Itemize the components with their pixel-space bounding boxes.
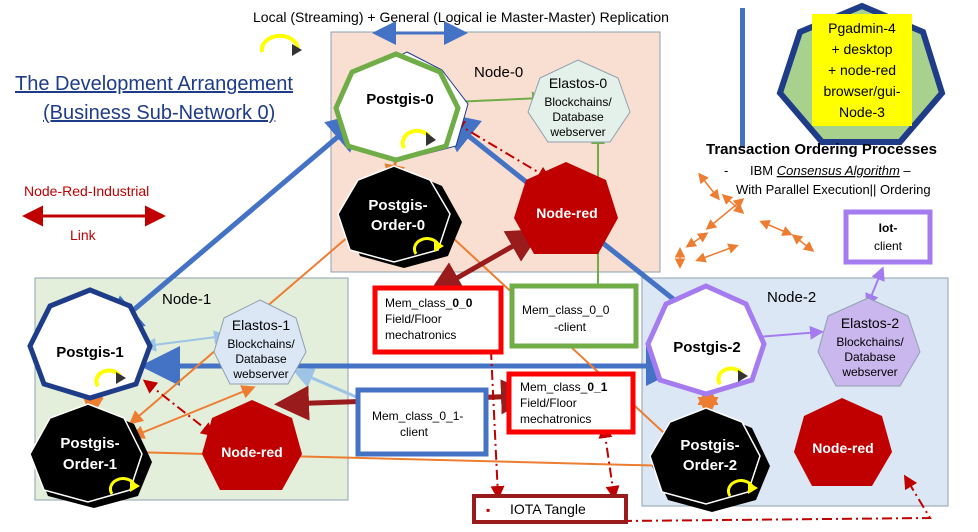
link-postgis1-nodered1 bbox=[142, 379, 216, 437]
link-postgis0-nodered0 bbox=[450, 119, 552, 181]
link-iot-elastos2 bbox=[865, 266, 885, 308]
transaction-title: Transaction Ordering Processes bbox=[706, 141, 937, 158]
postgis-order-0-line2: Order-0 bbox=[371, 217, 425, 234]
link-mem01-iota bbox=[598, 424, 620, 500]
mem-class-0-1-client-box: Mem_class_0_1- client bbox=[355, 387, 489, 457]
postgis-0-label: Postgis-0 bbox=[366, 91, 434, 108]
elastos-0-line2: Blockchains/ bbox=[544, 95, 612, 109]
mem-class-0-0-line1: Mem_class_0_0 bbox=[385, 296, 473, 310]
node-red-0-node: Node-red bbox=[514, 162, 618, 254]
node-red-2-label: Node-red bbox=[812, 440, 873, 456]
mem-class-0-0-line2: Field/Floor bbox=[385, 312, 442, 326]
postgis-2-sync-icon bbox=[716, 366, 748, 386]
postgis-order-2-line2: Order-2 bbox=[683, 457, 737, 474]
transaction-line1-prefix: IBM bbox=[750, 163, 777, 178]
node-red-2-node: Node-red bbox=[794, 398, 892, 486]
elastos-2-line4: webserver bbox=[841, 365, 897, 379]
node-1-label: Node-1 bbox=[162, 291, 211, 308]
postgis-order-1-line1: Postgis- bbox=[60, 435, 119, 452]
mem-class-0-0-line3: mechatronics bbox=[385, 328, 456, 342]
elastos-0-line1: Elastos-0 bbox=[549, 75, 608, 91]
transaction-line1: IBM Consensus Algorithm – bbox=[750, 163, 911, 178]
postgis-order-1-line2: Order-1 bbox=[63, 456, 117, 473]
iot-client-box: Iot- client bbox=[843, 209, 933, 265]
postgis-order-0-sync-icon bbox=[412, 237, 444, 255]
postgis-order-2-line1: Postgis- bbox=[680, 437, 739, 454]
mem-class-0-1-client-line2: client bbox=[400, 425, 429, 439]
mem-class-0-0-bold: 0_0 bbox=[452, 296, 472, 310]
pgadmin-line4: browser/gui- bbox=[823, 83, 900, 99]
elastos-1-node: Elastos-1 Blockchains/ Database webserve… bbox=[213, 299, 307, 385]
link-iota-nodered2 bbox=[621, 474, 932, 522]
node-red-1-label: Node-red bbox=[221, 444, 282, 460]
mem-class-0-1-prefix: Mem_class_ bbox=[520, 380, 588, 394]
mem-class-0-1-line1: Mem_class_0_1 bbox=[520, 380, 608, 394]
postgis-order-1-sync-icon bbox=[108, 477, 140, 495]
elastos-2-line2: Blockchains/ bbox=[836, 335, 904, 349]
elastos-2-node: Elastos-2 Blockchains/ Database webserve… bbox=[817, 297, 921, 387]
node-0-label: Node-0 bbox=[474, 64, 523, 81]
page-title-line2: (Business Sub-Network 0) bbox=[43, 102, 275, 124]
node-2-label: Node-2 bbox=[767, 289, 816, 306]
transaction-line1-italic: Consensus Algorithm bbox=[777, 163, 900, 178]
postgis-1-sync-icon bbox=[94, 368, 126, 388]
postgis-order-2-sync-icon bbox=[726, 479, 758, 497]
elastos-1-line3: Database bbox=[235, 352, 287, 366]
elastos-2-line3: Database bbox=[844, 350, 896, 364]
mem-class-0-0-prefix: Mem_class_ bbox=[385, 296, 453, 310]
replication-cycle-icon bbox=[259, 33, 302, 56]
iot-client-line1: Iot- bbox=[879, 221, 898, 235]
link-postgis0-elastos0 bbox=[448, 91, 546, 109]
mem-class-0-0-client-line2: -client bbox=[554, 320, 587, 334]
pgadmin-line5: Node-3 bbox=[839, 104, 885, 120]
mem-class-0-1-client-line1: Mem_class_0_1- bbox=[372, 409, 463, 423]
transaction-dash: - bbox=[724, 163, 728, 178]
postgis-1-label: Postgis-1 bbox=[56, 344, 124, 361]
elastos-2-line1: Elastos-2 bbox=[841, 315, 900, 331]
node-red-0-label: Node-red bbox=[536, 205, 597, 221]
link-mem00-iota bbox=[483, 326, 505, 500]
pgadmin-line3: + node-red bbox=[828, 62, 896, 78]
postgis-1-node: Postgis-1 bbox=[27, 287, 153, 401]
postgis-2-label: Postgis-2 bbox=[673, 339, 741, 356]
node-red-1-node: Node-red bbox=[202, 400, 302, 490]
postgis-order-0-node: Postgis- Order-0 bbox=[337, 165, 462, 268]
pgadmin-line2: + desktop bbox=[831, 41, 892, 57]
elastos-0-line4: webserver bbox=[549, 125, 605, 139]
iota-tangle-marker: ▪ bbox=[486, 503, 490, 517]
mem-class-0-0-box: Mem_class_0_0 Field/Floor mechatronics bbox=[372, 285, 504, 355]
transaction-line2: With Parallel Execution|| Ordering bbox=[736, 182, 931, 197]
elastos-1-line1: Elastos-1 bbox=[232, 317, 291, 333]
postgis-0-node: Postgis-0 bbox=[333, 51, 469, 163]
postgis-order-2-node: Postgis- Order-2 bbox=[649, 407, 770, 512]
pgadmin-label-bg bbox=[812, 14, 912, 126]
pgadmin-line1: Pgadmin-4 bbox=[828, 20, 896, 36]
iota-tangle-label: IOTA Tangle bbox=[510, 501, 586, 517]
section-divider bbox=[740, 8, 745, 148]
page-title-line1: The Development Arrangement bbox=[15, 73, 293, 95]
iota-tangle-box: ▪ IOTA Tangle bbox=[472, 494, 628, 524]
mem-class-0-0-client-line1: Mem_class_0_0 bbox=[522, 303, 610, 317]
postgis-2-node: Postgis-2 bbox=[645, 283, 767, 397]
mem-class-0-0-client-box: Mem_class_0_0 -client bbox=[509, 283, 639, 349]
postgis-order-1-node: Postgis- Order-1 bbox=[29, 403, 152, 508]
elastos-1-line4: webserver bbox=[232, 367, 288, 381]
postgis-order-0-line1: Postgis- bbox=[368, 197, 427, 214]
transaction-line1-suffix: – bbox=[900, 163, 912, 178]
replication-title: Local (Streaming) + General (Logical ie … bbox=[253, 9, 669, 25]
legend-link-label-bottom: Link bbox=[70, 227, 97, 243]
mem-class-0-1-bold: 0_1 bbox=[587, 380, 607, 394]
legend-link-label-top: Node-Red-Industrial bbox=[24, 183, 149, 199]
mem-class-0-1-line2: Field/Floor bbox=[520, 396, 577, 410]
elastos-0-node: Elastos-0 Blockchains/ Database webserve… bbox=[527, 59, 631, 143]
mem-class-0-1-box: Mem_class_0_1 Field/Floor mechatronics bbox=[506, 371, 636, 435]
mem-class-0-1-line3: mechatronics bbox=[520, 412, 591, 426]
elastos-1-line2: Blockchains/ bbox=[227, 337, 295, 351]
postgis-0-sync-icon bbox=[400, 128, 436, 149]
iot-client-line2: client bbox=[874, 239, 903, 253]
link-nodered0-mem00 bbox=[427, 229, 543, 295]
elastos-0-line3: Database bbox=[552, 110, 604, 124]
